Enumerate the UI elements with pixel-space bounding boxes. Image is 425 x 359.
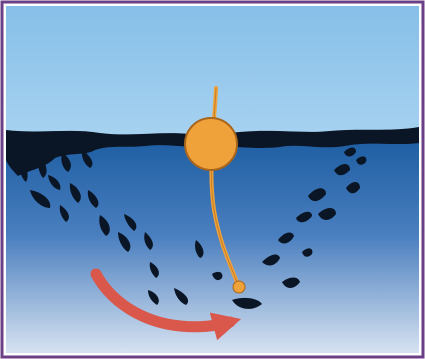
float-buoy-icon [185,118,237,170]
sensor-bulb [233,281,245,293]
